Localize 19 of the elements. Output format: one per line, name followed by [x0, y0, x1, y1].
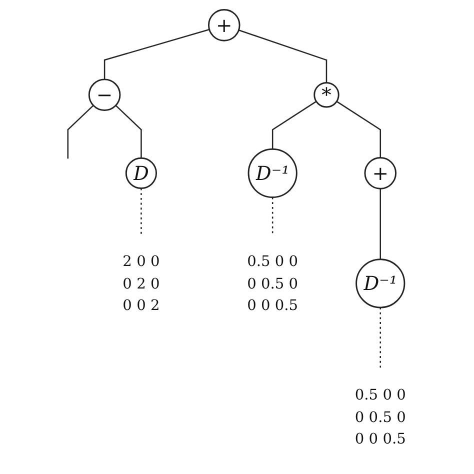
connector — [238, 30, 328, 83]
connector — [115, 105, 142, 158]
node-circle: D — [126, 157, 158, 189]
node-circle: * — [314, 82, 340, 108]
node-text: 0.5 0 0 0 0.5 0 0 0 0.5 — [355, 386, 406, 448]
node-text: 0.5 0 0 0 0.5 0 0 0 0.5 — [247, 252, 298, 314]
connector — [380, 308, 382, 370]
node-circle: + — [364, 157, 397, 190]
connector — [380, 188, 382, 260]
connector — [67, 105, 94, 159]
connector — [336, 100, 382, 158]
connector — [104, 28, 210, 80]
node-circle: − — [88, 78, 121, 111]
node-circle: + — [208, 9, 240, 42]
node-circle: D⁻¹ — [248, 148, 298, 198]
connector — [272, 100, 317, 150]
node-text: 2 0 0 0 2 0 0 0 2 — [122, 252, 160, 314]
node-circle: D⁻¹ — [356, 258, 406, 308]
connector — [140, 188, 142, 236]
